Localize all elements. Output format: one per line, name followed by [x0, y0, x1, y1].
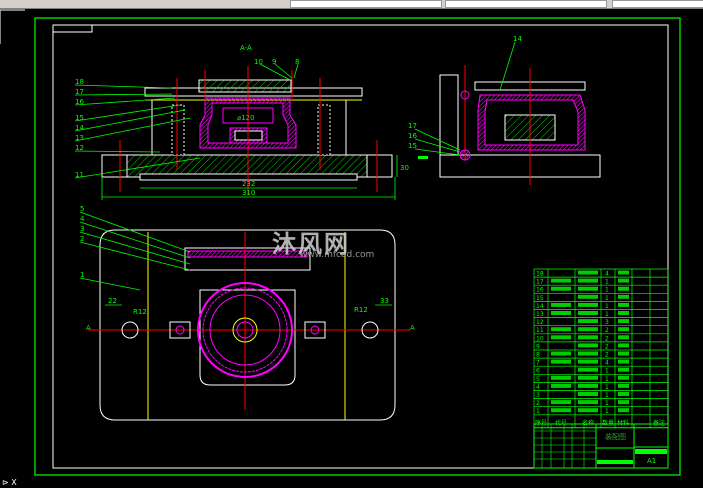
svg-text:10: 10	[254, 58, 263, 66]
parts-row-qty: 1	[605, 368, 609, 375]
parts-row-qty: 1	[605, 303, 609, 310]
parts-row-qty: 1	[605, 295, 609, 302]
inner-dim: ⌀120	[237, 114, 255, 122]
parts-row-qty: 2	[605, 335, 609, 342]
parts-header: 数量	[602, 419, 614, 427]
svg-text:16: 16	[75, 98, 84, 106]
parts-row-qty: 4	[605, 271, 609, 278]
svg-text:15: 15	[75, 114, 84, 122]
toolbar-field-3[interactable]	[612, 0, 703, 8]
parts-row-qty: 4	[605, 360, 609, 367]
parts-row-number: 5	[536, 376, 540, 383]
watermark-url: www.mfcad.com	[300, 250, 375, 260]
parts-row-qty: 2	[605, 343, 609, 350]
side-view: 17 16 15 14	[408, 35, 601, 185]
parts-header: 名称	[582, 419, 594, 427]
svg-text:16: 16	[408, 132, 417, 140]
parts-row-number: 3	[536, 392, 540, 399]
svg-text:5: 5	[80, 205, 84, 213]
svg-text:4: 4	[80, 215, 85, 223]
parts-row-number: 17	[536, 279, 544, 286]
section-marker-left: A	[86, 324, 91, 332]
parts-row-number: 8	[536, 352, 540, 359]
parts-row-qty: 1	[605, 279, 609, 286]
parts-row-number: 14	[536, 303, 544, 310]
toolbar-field-1[interactable]	[290, 0, 442, 8]
svg-text:15: 15	[408, 142, 417, 150]
parts-row-number: 11	[536, 327, 544, 334]
svg-text:14: 14	[513, 35, 522, 43]
svg-text:12: 12	[75, 144, 84, 152]
title-block: 装配图 A1	[533, 423, 669, 469]
parts-header: 备注	[653, 419, 665, 427]
parts-row-qty: 1	[605, 384, 609, 391]
section-marker-right: A	[410, 324, 415, 332]
parts-row-qty: 3	[605, 319, 609, 326]
svg-text:11: 11	[75, 171, 84, 179]
toolbar	[0, 0, 703, 9]
ucs-icon: ⊳ X	[2, 478, 17, 487]
svg-text:1: 1	[80, 271, 84, 279]
parts-row-qty: 1	[605, 392, 609, 399]
parts-row-number: 16	[536, 287, 544, 294]
parts-row-number: 18	[536, 271, 544, 278]
svg-text:3: 3	[80, 225, 84, 233]
svg-text:22: 22	[108, 297, 117, 305]
dim-height: 30	[400, 164, 409, 172]
front-section-view: A-A ⌀120 18 17 16 15 14 13 12	[74, 44, 409, 200]
parts-row-number: 6	[536, 368, 540, 375]
svg-text:13: 13	[75, 134, 84, 142]
parts-header: 序号	[535, 419, 547, 427]
sheet-size: A1	[647, 457, 656, 465]
svg-text:8: 8	[295, 58, 299, 66]
inner-frame	[52, 24, 669, 469]
parts-row-number: 15	[536, 295, 544, 302]
svg-text:17: 17	[75, 88, 84, 96]
parts-row-number: 7	[536, 360, 540, 367]
parts-header: 代号	[555, 419, 567, 427]
svg-text:33: 33	[380, 297, 389, 305]
parts-row-qty: 1	[605, 408, 609, 415]
parts-row-number: 1	[536, 408, 540, 415]
parts-row-number: 2	[536, 400, 540, 407]
svg-text:14: 14	[75, 124, 84, 132]
parts-row-number: 10	[536, 335, 544, 342]
drawing-title: 装配图	[605, 432, 626, 441]
dim-overall-length: 310	[242, 189, 255, 197]
parts-row-qty: 2	[605, 327, 609, 334]
parts-row-qty: 1	[605, 400, 609, 407]
plan-view: 5 4 3 2 1 22 33 R12 R12 A A	[79, 205, 415, 421]
corner-box	[52, 24, 93, 33]
parts-row-qty: 1	[605, 287, 609, 294]
section-label: A-A	[240, 44, 252, 52]
parts-header: 材料	[617, 419, 629, 427]
parts-row-qty: 1	[605, 376, 609, 383]
svg-text:18: 18	[75, 78, 84, 86]
parts-row-number: 4	[536, 384, 540, 391]
svg-text:2: 2	[80, 235, 84, 243]
dim-inner-length: 232	[242, 180, 255, 188]
outer-frame	[34, 17, 681, 476]
svg-text:R12: R12	[133, 308, 147, 316]
watermark-logo: 沐风网	[272, 230, 350, 258]
parts-row-number: 9	[536, 343, 540, 350]
svg-text:R12: R12	[354, 306, 368, 314]
parts-row-number: 13	[536, 311, 544, 318]
parts-row-qty: 2	[605, 352, 609, 359]
svg-text:9: 9	[272, 58, 276, 66]
parts-row-qty: 1	[605, 311, 609, 318]
parts-row-number: 12	[536, 319, 544, 326]
svg-text:17: 17	[408, 122, 417, 130]
toolbar-field-2[interactable]	[445, 0, 607, 8]
